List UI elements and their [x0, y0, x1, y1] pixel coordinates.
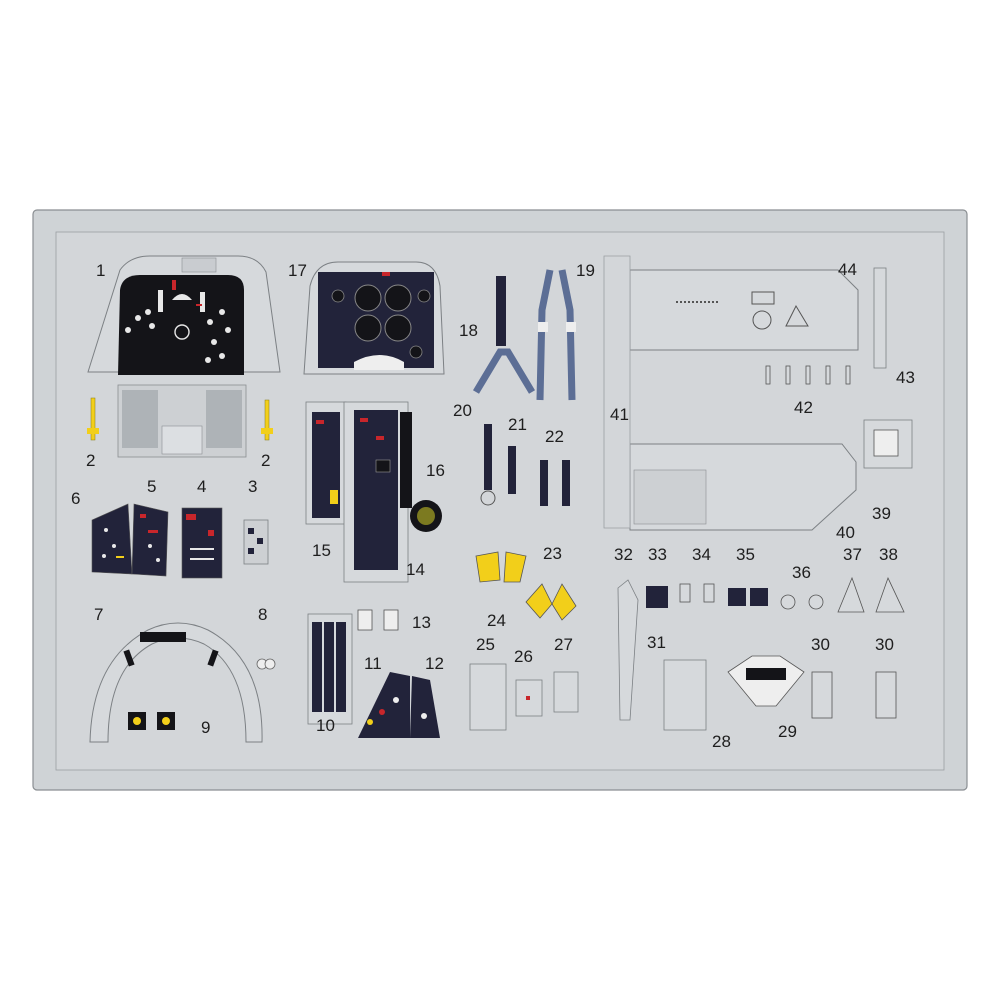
part-label: 35: [736, 545, 755, 564]
part-2-levers: [87, 397, 273, 441]
part-label: 11: [364, 654, 382, 673]
part-label: 18: [459, 321, 478, 340]
part-label: 34: [692, 545, 711, 564]
part-1-instrument-panel: [87, 255, 281, 458]
part-14-side-panel: [343, 401, 409, 583]
part-label: 24: [487, 611, 506, 630]
part-label: 2: [261, 451, 271, 470]
part-16-lever: [400, 412, 442, 532]
part-label: 21: [508, 415, 527, 434]
part-39-bracket: [863, 419, 913, 469]
part-8-sight: [256, 658, 276, 670]
part-25-27-brackets: [469, 663, 579, 731]
part-label: 13: [412, 613, 431, 632]
part-44-plate: [629, 269, 859, 351]
part-label: 32: [614, 545, 633, 564]
part-40-plate: [629, 443, 857, 531]
part-15-side-panel: [305, 401, 347, 525]
part-label: 19: [576, 261, 595, 280]
part-label: 40: [836, 523, 855, 542]
part-label: 4: [197, 477, 207, 496]
part-label: 14: [406, 560, 425, 579]
part-19-belt: [536, 269, 576, 401]
part-label: 39: [872, 504, 891, 523]
part-10-panel: [307, 613, 353, 725]
part-label: 3: [248, 477, 258, 496]
part-label: 26: [514, 647, 533, 666]
part-label: 2: [86, 451, 96, 470]
part-label: 7: [94, 605, 104, 624]
part-label: 22: [545, 427, 564, 446]
part-label: 8: [258, 605, 268, 624]
part-18-belt: [472, 276, 536, 394]
part-5-console: [131, 503, 169, 577]
part-7-coaming: [89, 622, 263, 743]
part-4-console: [181, 507, 223, 579]
part-label: 43: [896, 368, 915, 387]
part-label: 38: [879, 545, 898, 564]
part-33-35-panels: [646, 583, 768, 608]
part-43-strip: [873, 267, 887, 369]
part-9-lights: [128, 712, 175, 730]
part-label: 23: [543, 544, 562, 563]
part-label: 29: [778, 722, 797, 741]
part-label: 20: [453, 401, 472, 420]
part-label: 17: [288, 261, 307, 280]
part-label: 9: [201, 718, 211, 737]
part-42-rivets: [765, 365, 851, 385]
part-41-frame: [603, 255, 631, 529]
part-label: 12: [425, 654, 444, 673]
part-label: 6: [71, 489, 81, 508]
part-3-console: [243, 519, 269, 565]
part-label: 30: [875, 635, 894, 654]
part-label: 27: [554, 635, 573, 654]
part-label: 10: [316, 716, 335, 735]
part-28-31-parts: [663, 655, 897, 731]
part-label: 1: [96, 261, 106, 280]
part-label: 44: [838, 260, 857, 279]
part-20-22-belts: [480, 424, 570, 506]
part-label: 16: [426, 461, 445, 480]
part-label: 41: [610, 405, 629, 424]
part-11-12-consoles: [358, 672, 440, 738]
part-label: 33: [648, 545, 667, 564]
part-13-pedals: [357, 609, 399, 631]
part-label: 30: [811, 635, 830, 654]
part-label: 15: [312, 541, 331, 560]
part-label: 42: [794, 398, 813, 417]
part-label: 28: [712, 732, 731, 751]
part-label: 31: [647, 633, 666, 652]
part-label: 36: [792, 563, 811, 582]
part-label: 37: [843, 545, 862, 564]
part-36-38-fittings: [780, 576, 905, 613]
part-label: 5: [147, 477, 157, 496]
part-32-strut: [617, 579, 639, 721]
part-label: 25: [476, 635, 495, 654]
part-23-24-handles: [475, 551, 577, 621]
part-17-panel: [303, 261, 445, 375]
